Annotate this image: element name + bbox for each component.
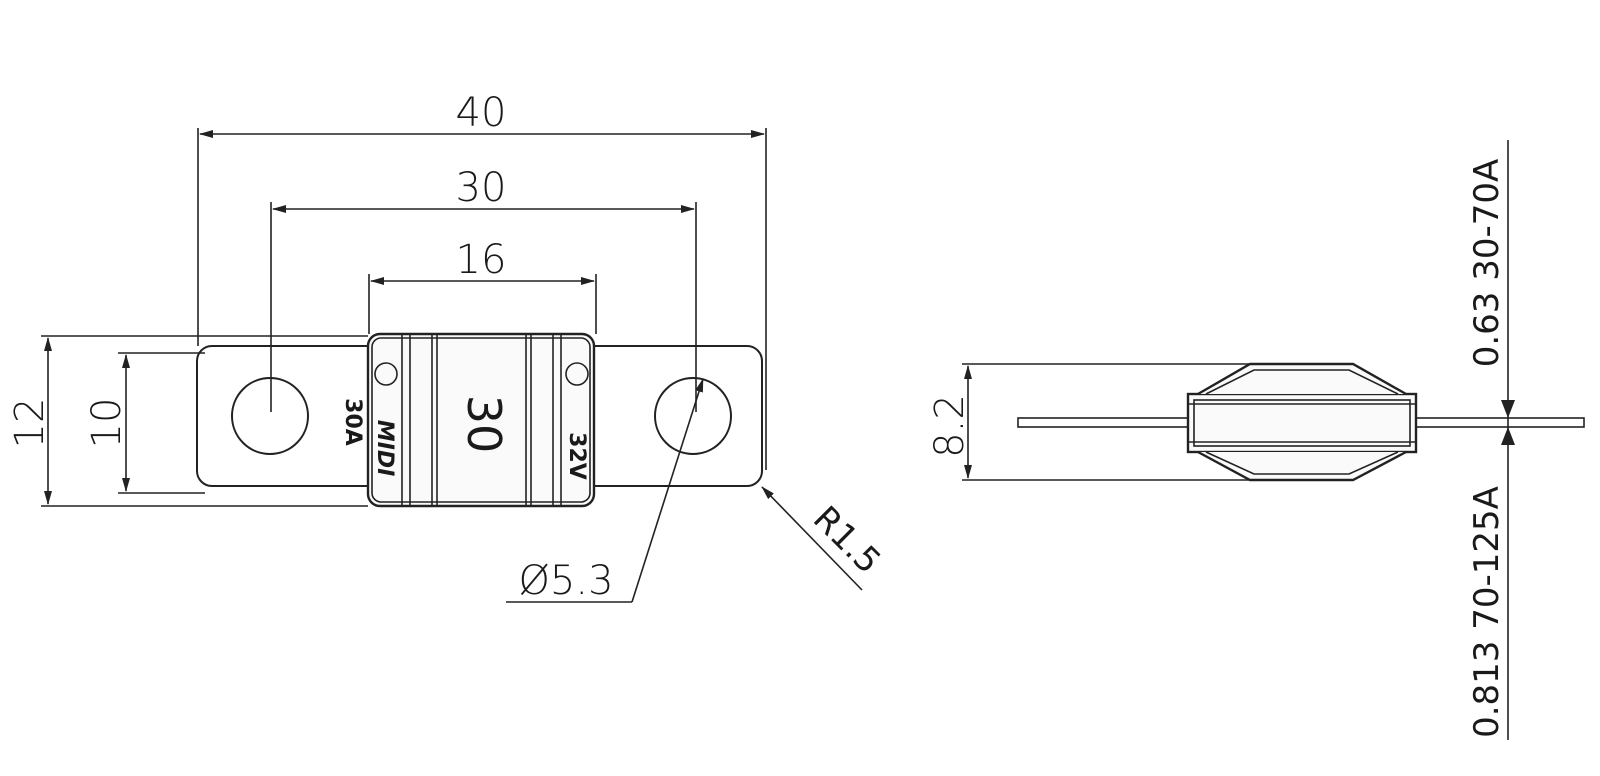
dim-tab-height: 10 [84, 352, 205, 494]
dim-hole-spacing: 30 [270, 165, 697, 412]
dim-body-width-label: 16 [456, 237, 507, 283]
thickness-note-upper: 0.63 30-70A [1467, 159, 1507, 368]
fuse-body: 30A MIDI 30 32V [340, 332, 596, 508]
body-rating-center: 30 [457, 395, 511, 454]
side-body-profile [1186, 362, 1418, 482]
dim-corner-radius: R1.5 [761, 486, 888, 591]
dim-blade-thickness: 0.63 30-70A 0.813 70-125A [1467, 140, 1515, 740]
body-brand-logo: MIDI [372, 420, 397, 477]
dim-side-height: 8.2 [927, 363, 1250, 481]
dim-overall-height-label: 12 [7, 398, 53, 449]
body-voltage: 32V [564, 432, 589, 480]
dim-overall-length-label: 40 [456, 90, 507, 136]
left-mounting-hole [231, 377, 309, 455]
dim-overall-height: 12 [7, 335, 368, 507]
side-view: 8.2 0.63 30-70A 0.813 70-125A [927, 140, 1585, 740]
right-mounting-hole [654, 377, 732, 455]
front-view: 30A MIDI 30 32V 40 30 16 [7, 90, 888, 604]
body-rivet-right [565, 362, 589, 386]
thickness-note-lower: 0.813 70-125A [1467, 486, 1507, 738]
dim-overall-length: 40 [197, 90, 767, 470]
dim-hole-spacing-label: 30 [456, 165, 507, 211]
dim-hole-diameter: Ø5.3 [506, 378, 704, 604]
dim-tab-height-label: 10 [84, 398, 130, 449]
dim-side-height-label: 8.2 [927, 394, 973, 458]
dim-body-width: 16 [368, 237, 597, 334]
dim-hole-diameter-label: Ø5.3 [518, 558, 613, 604]
body-rating-left: 30A [340, 398, 365, 446]
body-rivet-left [374, 362, 398, 386]
dim-corner-radius-label: R1.5 [805, 499, 888, 582]
